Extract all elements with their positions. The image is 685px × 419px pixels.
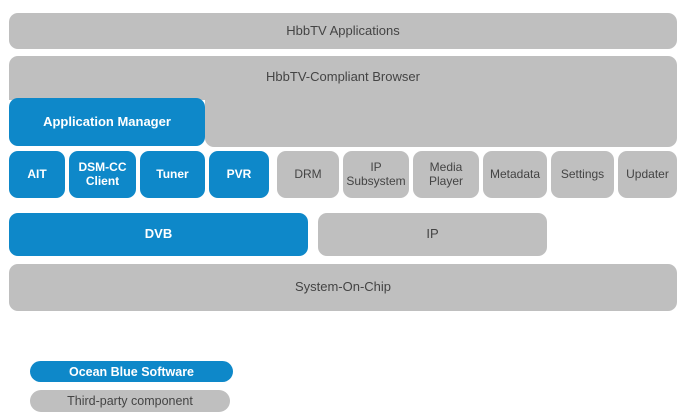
component-ip-subsystem-label: IP Subsystem bbox=[346, 160, 406, 188]
layer-dvb-label: DVB bbox=[144, 226, 173, 242]
layer-hbbtv-applications-label: HbbTV Applications bbox=[286, 22, 400, 38]
component-metadata: Metadata bbox=[483, 151, 547, 198]
component-settings-label: Settings bbox=[560, 166, 605, 181]
layer-hbbtv-applications: HbbTV Applications bbox=[9, 13, 677, 49]
component-ait-label: AIT bbox=[27, 166, 47, 181]
component-dsm-cc-client: DSM-CC Client bbox=[69, 151, 136, 198]
layer-system-on-chip: System-On-Chip bbox=[9, 264, 677, 311]
component-media-player-label: Media Player bbox=[428, 160, 463, 188]
legend-item-ocean-blue-software: Ocean Blue Software bbox=[30, 361, 233, 382]
layer-hbbtv-compliant-browser-label: HbbTV-Compliant Browser bbox=[266, 68, 420, 84]
component-pvr: PVR bbox=[209, 151, 269, 198]
component-updater: Updater bbox=[618, 151, 677, 198]
component-tuner: Tuner bbox=[140, 151, 205, 198]
component-drm: DRM bbox=[277, 151, 339, 198]
layer-application-manager-label: Application Manager bbox=[43, 113, 171, 129]
layer-browser-lower-extent bbox=[205, 92, 677, 147]
component-dsm-cc-client-label: DSM-CC Client bbox=[78, 160, 127, 188]
component-settings: Settings bbox=[551, 151, 614, 198]
layer-dvb: DVB bbox=[9, 213, 308, 256]
legend-item-ocean-blue-software-label: Ocean Blue Software bbox=[68, 364, 195, 379]
component-metadata-label: Metadata bbox=[489, 166, 541, 181]
component-pvr-label: PVR bbox=[226, 166, 252, 181]
component-tuner-label: Tuner bbox=[156, 166, 189, 181]
component-media-player: Media Player bbox=[413, 151, 479, 198]
layer-application-manager: Application Manager bbox=[9, 98, 205, 146]
component-ip-subsystem: IP Subsystem bbox=[343, 151, 409, 198]
layer-ip-label: IP bbox=[426, 226, 439, 242]
layer-browser-joint-fill bbox=[9, 88, 259, 100]
component-drm-label: DRM bbox=[294, 166, 322, 181]
legend-item-third-party-component: Third-party component bbox=[30, 390, 230, 412]
component-updater-label: Updater bbox=[626, 166, 669, 181]
component-ait: AIT bbox=[9, 151, 65, 198]
layer-system-on-chip-label: System-On-Chip bbox=[294, 279, 392, 295]
legend-item-third-party-component-label: Third-party component bbox=[67, 394, 193, 408]
layer-ip: IP bbox=[318, 213, 547, 256]
